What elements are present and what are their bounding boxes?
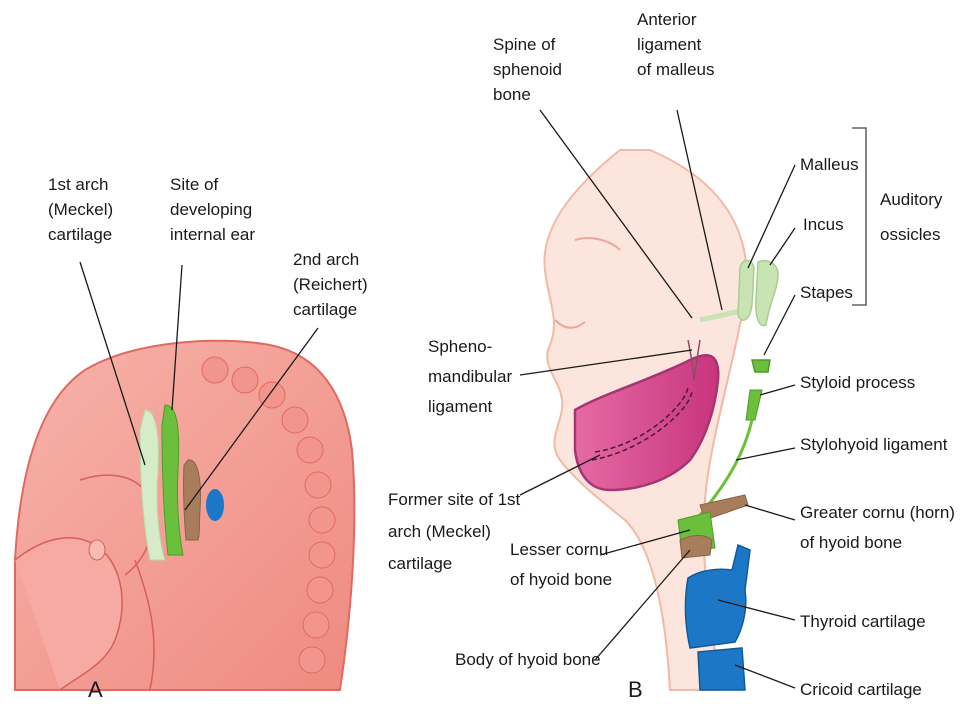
meckel-label-a: 1st arch (Meckel) cartilage [48, 175, 118, 244]
incus-label: Incus [803, 215, 844, 234]
stylohyoid-ligament-label: Stylohyoid ligament [800, 435, 948, 454]
embryo-head [15, 341, 354, 690]
auditory-ossicles-label: Auditory ossicles [880, 190, 947, 244]
styloid-process-label: Styloid process [800, 373, 915, 392]
internal-ear-label: Site of developing internal ear [170, 175, 257, 244]
auditory-ossicles [738, 261, 778, 373]
hyoid-body [680, 535, 712, 558]
panel-b-letter: B [628, 677, 643, 702]
cricoid-cartilage-label: Cricoid cartilage [800, 680, 922, 699]
panel-a-letter: A [88, 677, 103, 702]
anterior-ligament-label: Anterior ligament of malleus [637, 10, 714, 79]
malleus-label: Malleus [800, 155, 859, 174]
reichert-label: 2nd arch (Reichert) cartilage [293, 250, 372, 319]
spine-of-sphenoid-label: Spine of sphenoid bone [493, 35, 567, 104]
incus [756, 261, 778, 326]
stapes-label: Stapes [800, 283, 853, 302]
former-site-label: Former site of 1st arch (Meckel) cartila… [388, 490, 525, 573]
lesser-cornu-label: Lesser cornu of hyoid bone [510, 540, 613, 589]
stapes [752, 360, 770, 372]
greater-cornu-label: Greater cornu (horn) of hyoid bone [800, 503, 960, 552]
cricoid-cartilage [698, 648, 745, 690]
malleus [738, 261, 754, 321]
sphenomandibular-label: Spheno- mandibular ligament [428, 337, 517, 416]
body-of-hyoid-label: Body of hyoid bone [455, 650, 601, 669]
fourth-arch-cartilage [206, 489, 224, 521]
thyroid-cartilage-label: Thyroid cartilage [800, 612, 926, 631]
